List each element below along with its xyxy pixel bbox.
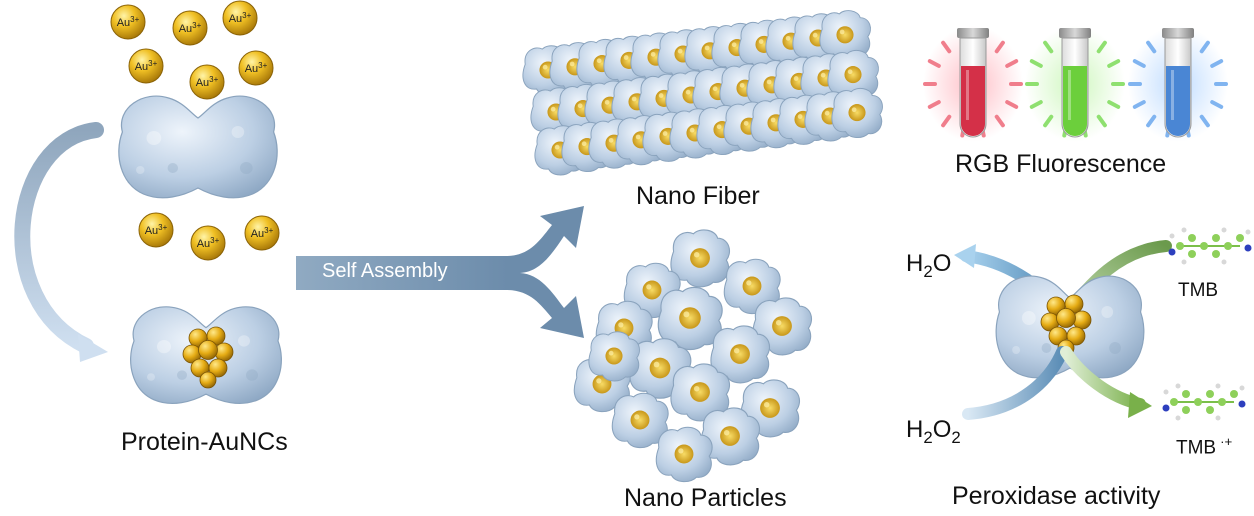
gold-ion-label: Au3+	[229, 11, 252, 25]
protein-apo	[118, 95, 278, 199]
green-tube	[1025, 26, 1125, 142]
glow-ray	[1107, 100, 1121, 109]
gold-ion-label: Au3+	[145, 223, 168, 237]
gold-ion-label: Au3+	[135, 59, 158, 73]
glow-ray	[1132, 100, 1146, 109]
glow-ray	[1107, 59, 1121, 68]
protein-aunc-label: Protein-AuNCs	[121, 428, 288, 456]
tmb-label: TMB	[1178, 280, 1219, 301]
glow-ray	[1199, 40, 1210, 54]
reaction-curve-arrowhead	[78, 334, 108, 362]
nano-fiber-label: Nano Fiber	[636, 182, 760, 210]
glow-ray	[994, 114, 1005, 128]
glow-ray	[1132, 59, 1146, 68]
tmb-out-arrowhead	[1128, 392, 1152, 418]
fluorescence-tubes	[923, 26, 1228, 142]
blue-tube	[1128, 26, 1228, 142]
glow-ray	[1029, 100, 1043, 109]
nano-fiber	[522, 10, 883, 176]
h2o2-label: H2O2	[906, 416, 961, 447]
h2o2-arrow	[962, 346, 1068, 420]
gold-ion-label: Au3+	[179, 21, 202, 35]
h2o-arrowhead	[954, 244, 976, 268]
tmb-oxidized-label: TMB·+	[1176, 434, 1233, 459]
self-assembly-label: Self Assembly	[322, 260, 448, 282]
glow-ray	[941, 114, 952, 128]
glow-ray	[927, 59, 941, 68]
glow-ray	[1210, 100, 1224, 109]
gold-ion-label: Au3+	[251, 226, 274, 240]
glow-ray	[1146, 114, 1157, 128]
glow-ray	[994, 40, 1005, 54]
nanoparticle-unit	[655, 426, 713, 483]
glow-ray	[1043, 114, 1054, 128]
glow-ray	[1199, 114, 1210, 128]
red-tube	[923, 26, 1023, 142]
h2o-label: H2O	[906, 250, 952, 281]
gold-ion-label: Au3+	[197, 236, 220, 250]
glow-ray	[1029, 59, 1043, 68]
glow-ray	[1005, 59, 1019, 68]
glow-ray	[1096, 114, 1107, 128]
tmb-molecule	[1167, 226, 1253, 266]
glow-ray	[1043, 40, 1054, 54]
tmb-oxidized-molecule	[1161, 382, 1247, 422]
glow-ray	[1096, 40, 1107, 54]
peroxidase-activity-label: Peroxidase activity	[952, 482, 1161, 510]
glow-ray	[1146, 40, 1157, 54]
glow-ray	[927, 100, 941, 109]
fiber-unit	[831, 87, 883, 139]
gold-ion-label: Au3+	[245, 61, 268, 75]
rgb-fluorescence-label: RGB Fluorescence	[955, 150, 1167, 178]
nano-particles-label: Nano Particles	[624, 484, 787, 512]
glow-ray	[1005, 100, 1019, 109]
peroxidase-scheme	[954, 226, 1253, 422]
glow-ray	[1210, 59, 1224, 68]
reaction-curve-arrow	[14, 122, 104, 354]
nanoparticle-unit	[588, 331, 640, 382]
gold-ion-label: Au3+	[196, 75, 219, 89]
gold-ion-label: Au3+	[117, 15, 140, 29]
gold-ion-labels: Au3+ Au3+ Au3+ Au3+ Au3+ Au3+ Au3+ Au3+ …	[117, 11, 274, 250]
nano-particles	[573, 229, 813, 483]
glow-ray	[941, 40, 952, 54]
self-assembly-arrow	[296, 206, 584, 338]
